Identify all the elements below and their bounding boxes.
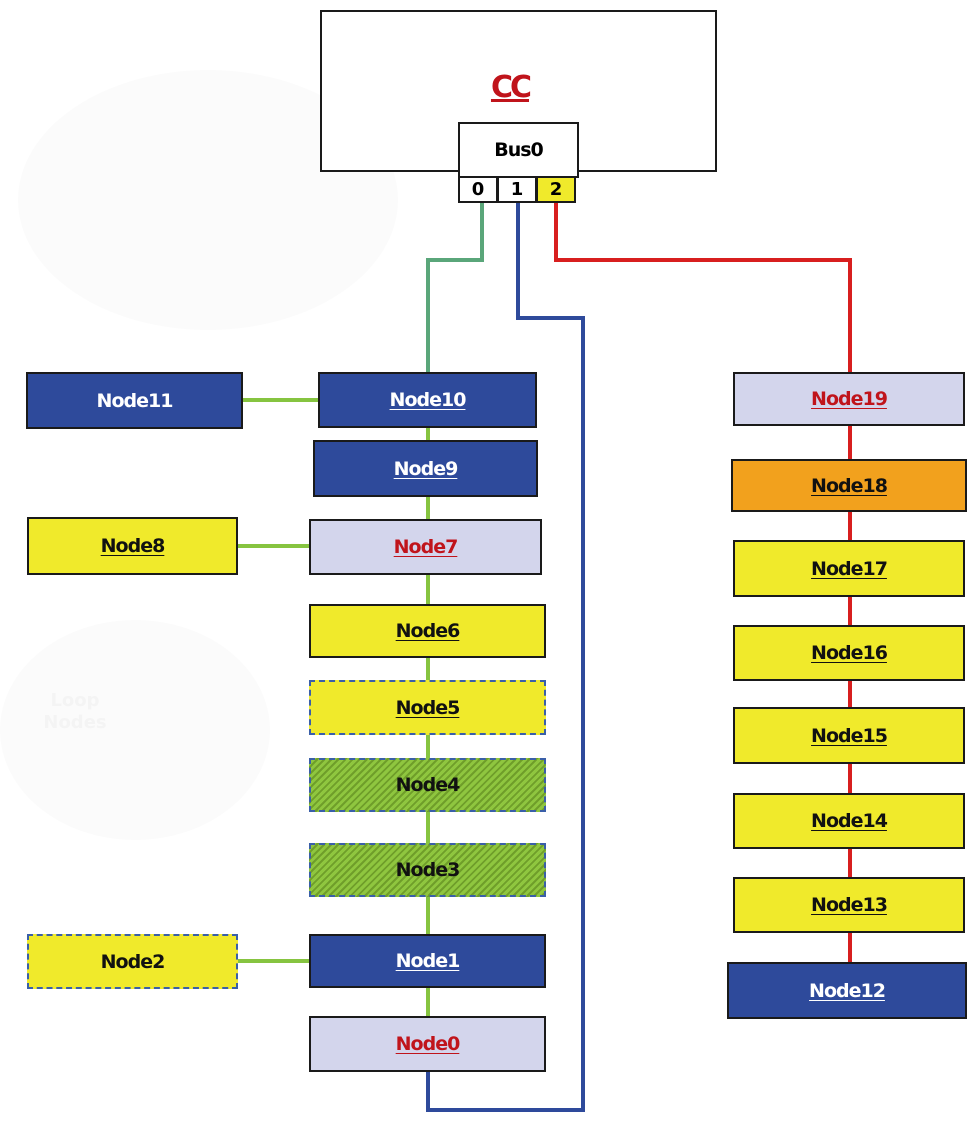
node3: Node3	[309, 843, 546, 897]
bus0-label: Bus0	[494, 139, 544, 161]
node11: Node11	[26, 372, 243, 429]
node19: Node19	[733, 372, 965, 426]
bus-port-0: 0	[458, 176, 498, 203]
cc-title: CC	[490, 70, 532, 105]
node18: Node18	[731, 459, 967, 512]
node13: Node13	[733, 877, 965, 933]
node6: Node6	[309, 604, 546, 658]
bus-port-1: 1	[497, 176, 537, 203]
node12: Node12	[727, 962, 967, 1019]
bus-port-0-link	[426, 203, 484, 372]
node2: Node2	[27, 934, 238, 989]
background-label: Loop Nodes	[43, 690, 107, 733]
node4: Node4	[309, 758, 546, 812]
node8: Node8	[27, 517, 238, 575]
background-blob-bottom	[0, 620, 270, 840]
node16: Node16	[733, 625, 965, 681]
node15: Node15	[733, 707, 965, 764]
bus-port-2-link	[554, 203, 852, 372]
bus-port-2: 2	[536, 176, 576, 203]
node9: Node9	[313, 440, 538, 497]
node0: Node0	[309, 1016, 546, 1072]
node7: Node7	[309, 519, 542, 575]
node1: Node1	[309, 934, 546, 988]
node5: Node5	[309, 680, 546, 735]
node10: Node10	[318, 372, 537, 428]
bus0-block: Bus0	[458, 122, 579, 178]
node14: Node14	[733, 793, 965, 849]
bus-port-1-link	[426, 203, 585, 1112]
node17: Node17	[733, 540, 965, 597]
